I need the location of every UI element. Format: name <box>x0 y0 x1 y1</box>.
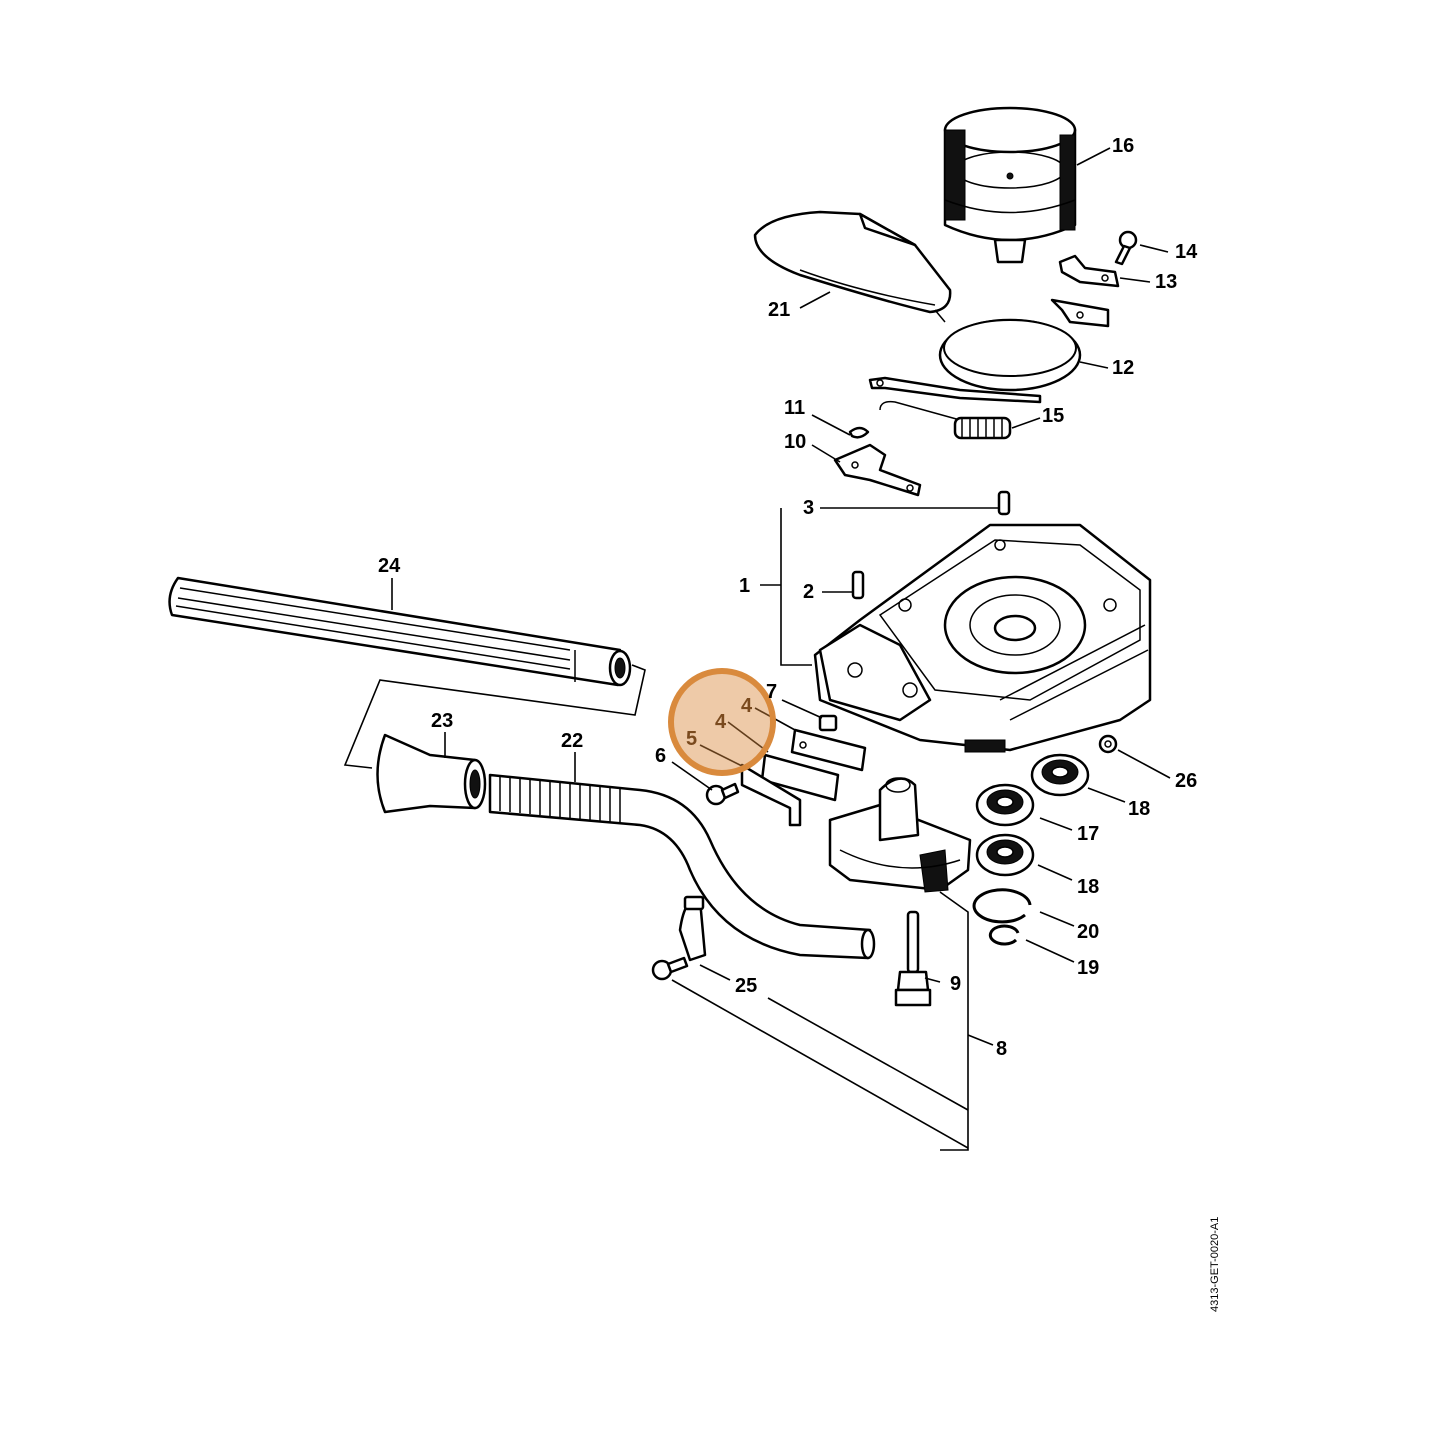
callout-16: 16 <box>1112 135 1134 157</box>
part-25-clamp <box>651 895 707 981</box>
callout-21: 21 <box>768 299 790 321</box>
callout-3: 3 <box>803 497 814 519</box>
callout-14: 14 <box>1175 241 1198 263</box>
part-4-plate <box>760 728 867 802</box>
callout-12: 12 <box>1112 357 1134 379</box>
part-14-screw <box>1114 230 1138 266</box>
part-17-bearing <box>975 783 1035 827</box>
callout-18-lower: 18 <box>1077 876 1099 898</box>
part-8-bevel-gear <box>828 777 972 893</box>
part-7-square-nut <box>818 714 838 732</box>
part-18-bearing-lower <box>975 833 1035 877</box>
callout-2: 2 <box>803 581 814 603</box>
highlight-ring <box>668 668 776 776</box>
part-11-clip <box>848 426 870 439</box>
callout-4-upper: 4 <box>741 695 753 717</box>
callout-labels: 16 14 13 21 12 11 15 10 3 24 1 2 7 4 4 2… <box>378 135 1198 1060</box>
callout-20: 20 <box>1077 921 1099 943</box>
part-21-cover-plate <box>753 210 952 323</box>
callout-26: 26 <box>1175 770 1197 792</box>
callout-8: 8 <box>996 1038 1007 1060</box>
part-26-nut <box>1098 734 1118 754</box>
drawing-reference-code: 4313-GET-0020-A1 <box>1209 1217 1221 1312</box>
part-23-nozzle <box>376 733 487 814</box>
part-5-spacer <box>740 763 802 827</box>
part-15-spring <box>879 400 1012 440</box>
callout-5: 5 <box>686 728 697 750</box>
callout-9: 9 <box>950 973 961 995</box>
leader-lines <box>391 147 1171 1151</box>
part-10-lever <box>833 443 922 497</box>
callout-17: 17 <box>1077 823 1099 845</box>
callout-19: 19 <box>1077 957 1099 979</box>
callout-11: 11 <box>784 397 805 419</box>
part-18-bearing-upper <box>1030 753 1090 797</box>
callout-13: 13 <box>1155 271 1177 293</box>
part-13-bracket <box>1058 254 1120 288</box>
callout-10: 10 <box>784 431 806 453</box>
part-9-shaft <box>894 910 932 1007</box>
callout-24: 24 <box>378 555 401 577</box>
callout-15: 15 <box>1042 405 1064 427</box>
part-2-pin <box>851 570 865 600</box>
callout-4-lower: 4 <box>715 711 727 733</box>
part-24-drive-tube <box>168 576 632 687</box>
part-12-brake-band <box>868 298 1110 404</box>
part-6-screw <box>705 782 740 806</box>
part-3-pin <box>997 490 1011 516</box>
assembly-bracket-24 <box>343 664 646 769</box>
callout-22: 22 <box>561 730 583 752</box>
part-19-circlip <box>988 924 1020 946</box>
callout-7: 7 <box>766 681 777 703</box>
part-20-circlip <box>972 888 1032 924</box>
callout-1: 1 <box>739 575 750 597</box>
callout-18-upper: 18 <box>1128 798 1150 820</box>
callout-23: 23 <box>431 710 453 732</box>
part-16-drum <box>943 106 1077 264</box>
part-22-hose <box>488 773 876 960</box>
callout-6: 6 <box>655 745 666 767</box>
part-1-gear-housing <box>813 523 1152 753</box>
callout-25: 25 <box>735 975 757 997</box>
